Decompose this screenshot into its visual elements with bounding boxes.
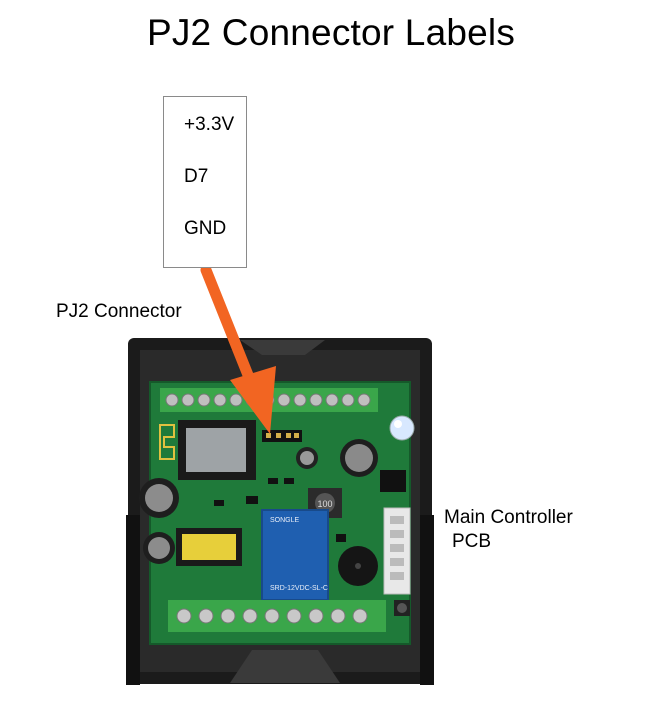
pj2-connector-callout: PJ2 Connector [56, 301, 182, 322]
wifi-module [159, 420, 256, 480]
diagram-title: PJ2 Connector Labels [146, 12, 516, 53]
smd-components [214, 478, 346, 542]
transformer [176, 528, 242, 566]
main-controller-line2: PCB [452, 531, 492, 552]
capacitor-left [139, 478, 179, 564]
main-controller-line1: Main Controller [444, 507, 573, 528]
relay-model: SRD-12VDC-SL-C [270, 585, 328, 592]
inductor-mark: 100 [317, 499, 332, 509]
main-controller-callout: Main Controller PCB [444, 506, 573, 554]
push-button [394, 600, 410, 616]
led [389, 415, 415, 441]
capacitor-right [296, 439, 378, 477]
header-right [380, 470, 406, 492]
pin-label-3v3: +3.3V [184, 114, 235, 135]
pointer-arrow [200, 264, 276, 434]
pin-label-d7: D7 [184, 166, 209, 187]
relay: SONGLE SRD-12VDC-SL-C [261, 509, 329, 601]
relay-brand: SONGLE [270, 517, 300, 524]
pin-label-gnd: GND [184, 218, 227, 239]
terminal-block-bottom [168, 600, 386, 632]
white-connector [383, 507, 411, 595]
pj2-header [262, 430, 302, 442]
buzzer [338, 546, 378, 586]
pin-label-box: +3.3V D7 GND [163, 96, 247, 268]
